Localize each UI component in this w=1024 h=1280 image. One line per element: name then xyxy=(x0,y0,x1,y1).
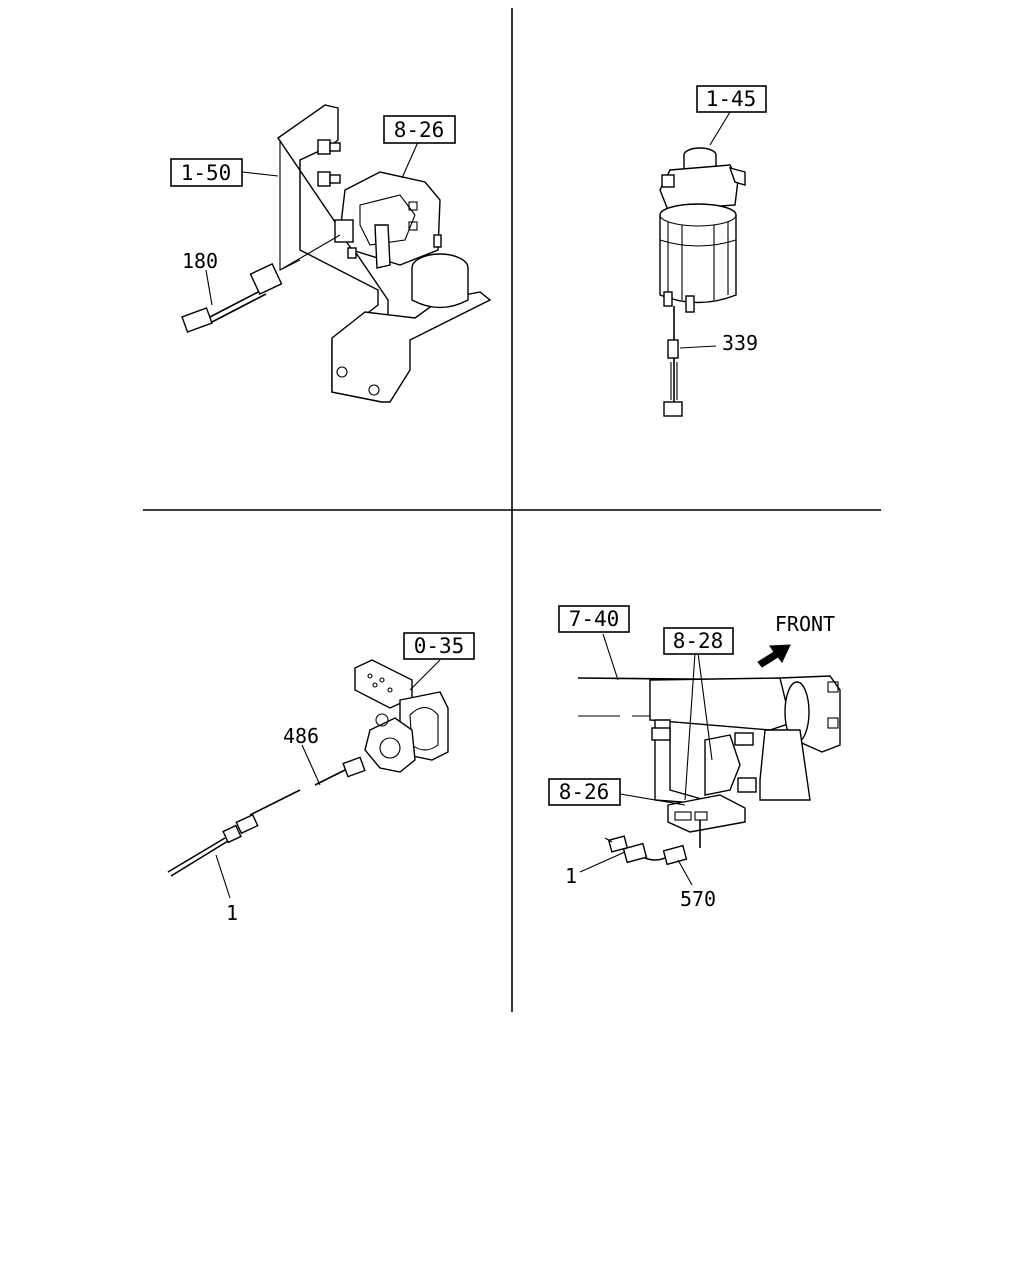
ref-1-45: 1-45 xyxy=(706,87,757,111)
callout-486: 486 xyxy=(283,724,319,748)
bottom-right-labels: 7-40 8-28 8-26 FRONT 1 570 xyxy=(548,605,835,911)
ref-box-1-45 xyxy=(696,85,767,113)
bolt-icons xyxy=(317,139,442,259)
front-label: FRONT xyxy=(775,612,835,636)
bottom-left-labels: 0-35 486 1 xyxy=(226,632,475,925)
ref-box-8-26 xyxy=(383,115,456,144)
quadrant-dividers xyxy=(143,8,881,1012)
top-right-labels: 1-45 339 xyxy=(696,85,767,355)
front-arrow-icon xyxy=(757,644,791,668)
ref-box-8-28 xyxy=(663,627,734,655)
bottom-left-assembly xyxy=(167,659,449,899)
ref-8-28: 8-28 xyxy=(673,629,724,653)
callout-180: 180 xyxy=(182,249,218,273)
bottom-right-assembly xyxy=(577,633,841,886)
ref-8-26-b: 8-26 xyxy=(559,780,610,804)
callout-1-b: 1 xyxy=(565,864,577,888)
ref-1-50: 1-50 xyxy=(181,161,232,185)
top-right-assembly xyxy=(659,111,746,417)
ref-box-7-40 xyxy=(558,605,630,633)
ref-box-0-35 xyxy=(403,632,475,660)
ref-0-35: 0-35 xyxy=(414,634,465,658)
ref-box-1-50 xyxy=(170,158,243,187)
ref-7-40: 7-40 xyxy=(569,607,620,631)
callout-570: 570 xyxy=(680,887,716,911)
top-left-labels: 1-50 8-26 180 xyxy=(170,115,456,273)
ref-box-8-26-b xyxy=(548,778,621,806)
callout-339: 339 xyxy=(722,331,758,355)
ref-8-26: 8-26 xyxy=(394,118,445,142)
top-left-assembly xyxy=(181,104,492,403)
callout-1: 1 xyxy=(226,901,238,925)
